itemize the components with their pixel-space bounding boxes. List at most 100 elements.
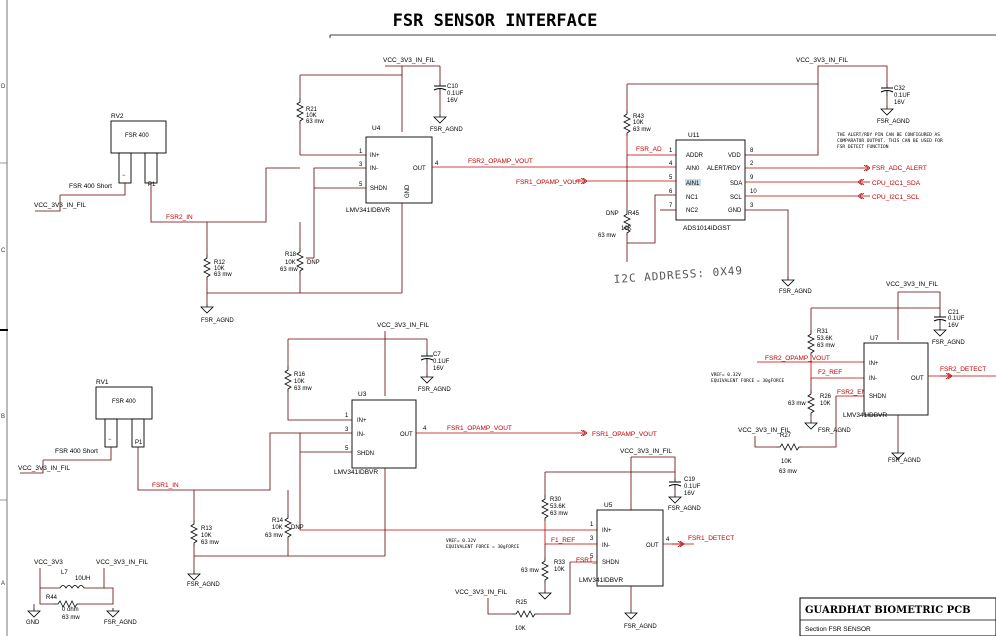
u11-ref: U11 (688, 132, 700, 139)
c10-ref: C10 (447, 84, 459, 90)
svg-text:IN+: IN+ (357, 418, 367, 424)
l7-ref: L7 (61, 570, 68, 576)
capacitor-c21 (933, 313, 947, 325)
net-fsr2-opamp-vout-u7: FSR2_OPAMP_VOUT (765, 355, 830, 362)
u4-pin-out: OUT (413, 166, 426, 172)
r45-power: 63 mw (598, 233, 616, 239)
agnd-label-r13: FSR_AGND (187, 582, 220, 588)
r33-value: 10K (554, 567, 565, 573)
fsr2-comparator-block: VCC_3V3_IN_FIL C21 0.1UF 16V FSR_AGND R3… (711, 281, 996, 475)
net-fsr2-opamp-vout: FSR2_OPAMP_VOUT (468, 158, 533, 165)
svg-text:3: 3 (345, 427, 349, 433)
fsr1-amplifier-block: VCC_3V3_IN_FIL C7 0.1UF 16V FSR_AGND R16… (18, 322, 657, 588)
r30-value: 53.6K (550, 504, 566, 510)
u11-pin-addr: ADDR (686, 153, 704, 159)
fsr-sensor-rv2 (110, 120, 167, 154)
ground-symbol-u11 (781, 277, 795, 287)
u4-part: LMV341IDBVR (346, 207, 390, 214)
title-block-company: GUARDHAT BIOMETRIC PCB (805, 605, 971, 616)
r18-value: 10K (285, 260, 296, 266)
r44-power: 63 mw (62, 615, 80, 621)
svg-text:4: 4 (435, 161, 439, 167)
comparator-u7 (863, 342, 929, 416)
net-fsr2-en: FSR2_EN (837, 389, 867, 396)
r43-ref: R43 (633, 114, 645, 120)
c32-value: 0.1UF (894, 93, 911, 99)
fsr-sensor-rv1 (95, 386, 153, 420)
r44-value: 0 ohm (62, 607, 79, 613)
r12-ref: R12 (214, 260, 226, 266)
page-frame: D C B A (0, 0, 8, 636)
r25-value: 10K (515, 626, 526, 632)
svg-text:4: 4 (666, 537, 670, 543)
svg-text:3: 3 (750, 203, 754, 209)
svg-text:IN-: IN- (357, 432, 365, 438)
vcc-label-u3: VCC_3V3_IN_FIL (377, 322, 429, 329)
c7-ref: C7 (433, 352, 441, 358)
r13-ref: R13 (201, 526, 213, 532)
inductor-l7 (59, 585, 85, 589)
vcc-label-rv1: VCC_3V3_IN_FIL (18, 465, 70, 472)
rv1-label: FSR 400 (112, 399, 136, 405)
net-fsr1-in: FSR1_IN (152, 482, 179, 489)
alert-note-line1: THE ALERT/RDY PIN CAN BE CONFIGURED AS (837, 132, 940, 138)
r18-power: 63 mw (280, 267, 298, 273)
c32-volt: 16V (894, 100, 905, 106)
vcc-label-u7: VCC_3V3_IN_FIL (886, 281, 938, 288)
capacitor-c10 (433, 82, 447, 94)
svg-text:3: 3 (359, 162, 363, 168)
r44-ref: R44 (46, 595, 58, 601)
r45-value: 10K (621, 226, 632, 232)
fsr2-amplifier-block: VCC_3V3_IN_FIL C10 0.1UF 16V FSR_AGND R2… (34, 57, 676, 324)
capacitor-c7 (420, 352, 434, 364)
u4-pin-gnd: GND (405, 184, 411, 198)
resistor-r13 (190, 520, 198, 546)
comparator-u5 (596, 509, 664, 587)
ground-symbol-c10 (433, 114, 447, 124)
agnd-label-c7: FSR_AGND (418, 387, 451, 393)
net-fsr1-opamp-vout: FSR1_OPAMP_VOUT (447, 425, 512, 432)
vcc-label-r27: VCC_3V3_IN_FIL (738, 427, 790, 434)
svg-text:3: 3 (590, 536, 594, 542)
border-letter-c: C (1, 248, 6, 254)
r33-ref: R33 (554, 560, 566, 566)
r14-ref: R14 (272, 518, 284, 524)
resistor-r26 (807, 390, 815, 416)
ground-symbol-r13 (187, 571, 201, 581)
vref1-line1: VREF= 0.32V (446, 538, 476, 544)
rv1-ref: RV1 (96, 379, 109, 386)
ground-symbol-c21 (933, 327, 947, 337)
svg-text:1: 1 (345, 413, 349, 419)
svg-text:4: 4 (423, 426, 427, 432)
svg-text:OUT: OUT (911, 376, 924, 382)
svg-text:5: 5 (669, 175, 673, 181)
r18-dnp: DNP (307, 260, 320, 266)
ground-symbol-gnd (27, 608, 41, 618)
svg-text:IN-: IN- (869, 376, 877, 382)
r14-power: 63 mw (265, 533, 283, 539)
i2c-address-note: I2C ADDRESS: 0X49 (613, 264, 743, 286)
u3-ref: U3 (358, 391, 367, 398)
svg-text:SHDN: SHDN (357, 451, 374, 457)
u11-pin-nc2: NC2 (686, 208, 699, 214)
resistor-r43 (623, 110, 631, 136)
svg-text:IN+: IN+ (869, 361, 879, 367)
net-cpu-i2c1-scl: CPU_I2C1_SCL (872, 194, 920, 201)
r31-power: 63 mw (817, 343, 835, 349)
rv2-ref: RV2 (111, 113, 124, 120)
svg-text:5: 5 (359, 182, 363, 188)
net-fsr2-detect: FSR2_DETECT (940, 366, 986, 373)
resistor-r33 (541, 557, 549, 583)
agnd-label-u7: FSR_AGND (888, 458, 921, 464)
c21-value: 0.1UF (948, 316, 965, 322)
r27-power: 63 mw (779, 469, 797, 475)
opamp-u3 (351, 399, 417, 469)
border-letter-b: B (1, 414, 5, 420)
agnd-label-c19: FSR_AGND (668, 506, 701, 512)
c19-volt: 16V (684, 491, 695, 497)
svg-text:OUT: OUT (646, 543, 659, 549)
vcc-label-u5: VCC_3V3_IN_FIL (620, 448, 672, 455)
resistor-r30 (541, 495, 549, 521)
r30-ref: R30 (550, 497, 562, 503)
svg-text:SHDN: SHDN (869, 394, 886, 400)
